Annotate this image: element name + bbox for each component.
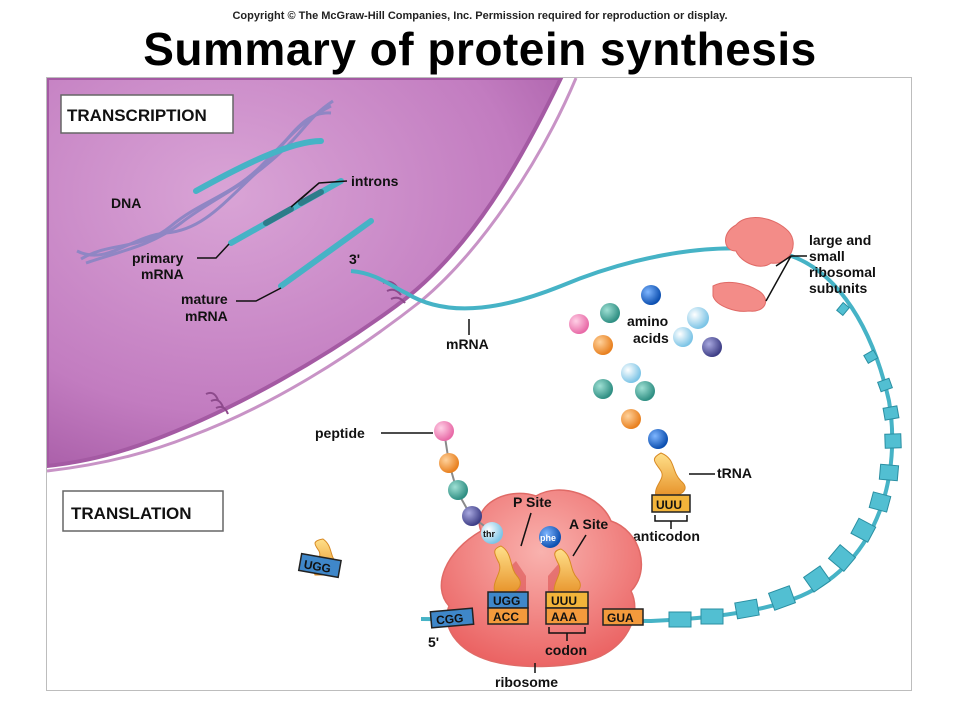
- ribosomal-subunits: [712, 217, 794, 312]
- peptide-label: peptide: [315, 425, 365, 441]
- mature-mrna: [278, 218, 374, 289]
- primary-mrna: [228, 178, 344, 246]
- dna-label: DNA: [111, 195, 141, 211]
- primary-mrna-label-1: primary: [132, 250, 184, 266]
- mrna-left-codon: CGG: [429, 607, 475, 629]
- incoming-trna: UUU: [648, 429, 691, 513]
- mature-mrna-label-1: mature: [181, 291, 228, 307]
- primary-mrna-label-2: mRNA: [141, 266, 184, 282]
- ribosomal-label-1: large and: [809, 232, 871, 248]
- released-trna: UGG: [297, 538, 342, 579]
- mrna-left-seq: CGG: [436, 611, 464, 627]
- trna-label: tRNA: [717, 465, 752, 481]
- rna-transcript: [193, 138, 324, 194]
- p-site-codon-seq: ACC: [493, 610, 519, 624]
- nuclear-envelope-outer: [47, 78, 578, 473]
- transcription-text: TRANSCRIPTION: [67, 106, 207, 125]
- released-trna-seq: UGG: [303, 557, 332, 576]
- protein-synthesis-diagram: TRANSCRIPTION DNA introns primary mRNA m…: [47, 78, 902, 690]
- free-amino-acids: [569, 285, 722, 429]
- mrna-strand: [350, 246, 895, 624]
- peptide-chain: thr phe: [434, 421, 561, 548]
- phe-label: phe: [540, 533, 556, 543]
- codon-label: codon: [545, 642, 587, 658]
- page-title: Summary of protein synthesis: [143, 23, 817, 75]
- transcription-section-label: TRANSCRIPTION: [60, 94, 234, 134]
- ribosome-label: ribosome: [495, 674, 558, 690]
- mrna-label: mRNA: [446, 336, 489, 352]
- amino-acids-label-1: amino: [627, 313, 668, 329]
- translation-section-label: TRANSLATION: [62, 490, 224, 532]
- a-site-trna: UUU AAA: [545, 548, 589, 625]
- ribosomal-label-3: ribosomal: [809, 264, 876, 280]
- translation-text: TRANSLATION: [71, 504, 192, 523]
- ribosomal-label-2: small: [809, 248, 845, 264]
- anticodon-label: anticodon: [633, 528, 700, 544]
- ribosomal-label-4: subunits: [809, 280, 868, 296]
- a-site-label: A Site: [569, 516, 608, 532]
- five-prime-label: 5': [428, 634, 439, 650]
- mrna-codon-blocks: [668, 301, 902, 628]
- p-site-label: P Site: [513, 494, 552, 510]
- diagram-frame: TRANSCRIPTION DNA introns primary mRNA m…: [46, 77, 912, 691]
- mrna-right-codon: GUA: [602, 608, 644, 626]
- mrna-right-seq: GUA: [607, 611, 634, 625]
- introns-label: introns: [351, 173, 399, 189]
- a-site-anticodon-seq: UUU: [551, 594, 577, 608]
- amino-acids-label-2: acids: [633, 330, 669, 346]
- dna-helix: [76, 99, 334, 265]
- a-site-codon-seq: AAA: [551, 610, 577, 624]
- incoming-trna-anticodon-seq: UUU: [656, 498, 682, 512]
- thr-label: thr: [483, 529, 495, 539]
- p-site-trna: UGG ACC: [487, 545, 529, 625]
- copyright-notice: Copyright © The McGraw-Hill Companies, I…: [232, 10, 728, 22]
- three-prime-label: 3': [349, 251, 360, 267]
- p-site-anticodon-seq: UGG: [493, 594, 520, 608]
- mature-mrna-label-2: mRNA: [185, 308, 228, 324]
